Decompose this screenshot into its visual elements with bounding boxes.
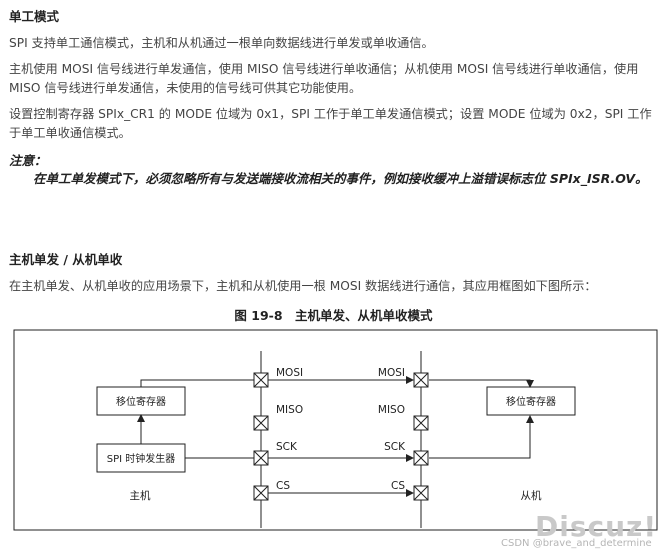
note-text: 在单工单发模式下，必须忽略所有与发送端接收流相关的事件，例如接收缓冲上溢错误标志… bbox=[33, 171, 648, 186]
note-label: 注意： bbox=[9, 153, 47, 168]
paragraph-application: 在主机单发、从机单收的应用场景下，主机和从机使用一根 MOSI 数据线进行通信，… bbox=[9, 279, 597, 293]
sck-left-label: SCK bbox=[276, 441, 298, 453]
miso-right-label: MISO bbox=[378, 404, 405, 416]
figure-caption: 图 19-8 主机单发、从机单收模式 bbox=[234, 308, 433, 323]
clock-generator-label: SPI 时钟发生器 bbox=[107, 452, 176, 465]
slave-shift-register-label: 移位寄存器 bbox=[506, 395, 556, 408]
mosi-right-label: MOSI bbox=[378, 367, 405, 379]
section-heading-simplex: 单工模式 bbox=[9, 9, 60, 24]
pin-box-group bbox=[253, 372, 429, 501]
slave-label: 从机 bbox=[521, 489, 542, 502]
sck-right-label: SCK bbox=[384, 441, 406, 453]
master-label: 主机 bbox=[130, 489, 151, 502]
discuz-watermark: Discuz! bbox=[535, 510, 658, 543]
clock-generator-box bbox=[96, 443, 186, 473]
miso-left-label: MISO bbox=[276, 404, 303, 416]
master-shift-register-label: 移位寄存器 bbox=[116, 395, 166, 408]
csdn-watermark: CSDN @brave_and_determine bbox=[501, 538, 652, 549]
paragraph-mode: 设置控制寄存器 SPIx_CR1 的 MODE 位域为 0x1，SPI 工作于单… bbox=[9, 107, 652, 140]
paragraph-intro: SPI 支持单工通信模式，主机和从机通过一根单向数据线进行单发或单收通信。 bbox=[9, 36, 434, 50]
cs-left-label: CS bbox=[276, 480, 290, 492]
cs-right-label: CS bbox=[391, 480, 405, 492]
slave-shift-register-box bbox=[486, 386, 576, 416]
paragraph-lines: 主机使用 MOSI 信号线进行单发通信，使用 MISO 信号线进行单收通信；从机… bbox=[9, 62, 639, 95]
mosi-left-label: MOSI bbox=[276, 367, 303, 379]
section-heading-master-tx: 主机单发 / 从机单收 bbox=[9, 252, 123, 267]
